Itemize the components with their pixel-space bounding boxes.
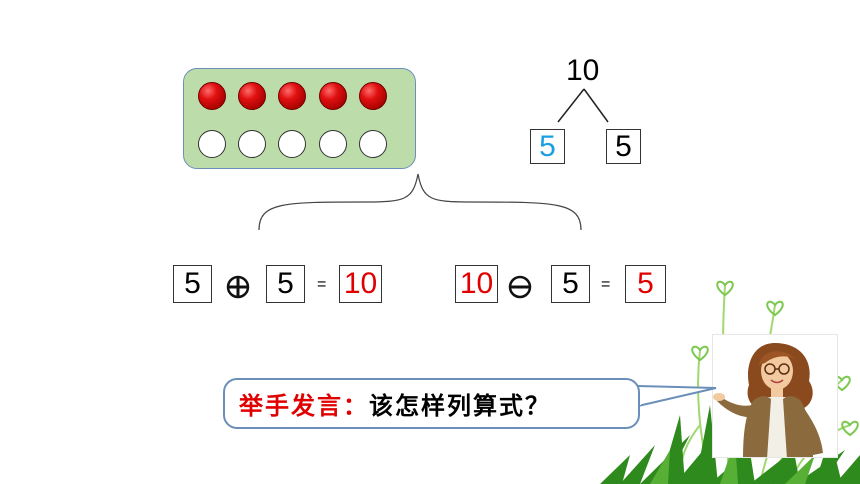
bond-branches: [557, 88, 609, 123]
filled-counter: [319, 82, 347, 110]
subtraction-equals: =: [601, 276, 611, 293]
prompt-label: 举手发言：: [239, 392, 369, 420]
prompt-question: 该怎样列算式？: [369, 392, 551, 420]
curly-brace: [258, 173, 582, 231]
addition-result-box: 10: [339, 265, 382, 303]
empty-counter: [319, 130, 347, 158]
empty-counter: [238, 130, 266, 158]
teacher-illustration: [712, 334, 838, 458]
subtraction-first-box: 10: [455, 265, 498, 303]
empty-counter: [359, 130, 387, 158]
grass-hearts-decoration: [600, 280, 860, 484]
filled-counter: [198, 82, 226, 110]
subtraction-result-box: 5: [625, 265, 666, 303]
filled-counter: [359, 82, 387, 110]
ten-frame: [183, 68, 416, 169]
empty-counter: [278, 130, 306, 158]
addition-first-box: 5: [173, 265, 212, 303]
bond-whole: 10: [566, 54, 600, 87]
plus-circle-icon: [226, 275, 250, 299]
bond-part-left: 5: [530, 129, 565, 164]
addition-second-box: 5: [266, 265, 305, 303]
speech-bubble: 举手发言： 该怎样列算式？: [223, 378, 640, 429]
filled-counter: [238, 82, 266, 110]
subtraction-second-box: 5: [551, 265, 590, 303]
addition-equals: =: [317, 276, 327, 293]
empty-counter: [198, 130, 226, 158]
bubble-tail: [636, 385, 717, 407]
filled-counter: [278, 82, 306, 110]
bond-part-right: 5: [606, 129, 641, 164]
minus-circle-icon: [508, 275, 532, 299]
